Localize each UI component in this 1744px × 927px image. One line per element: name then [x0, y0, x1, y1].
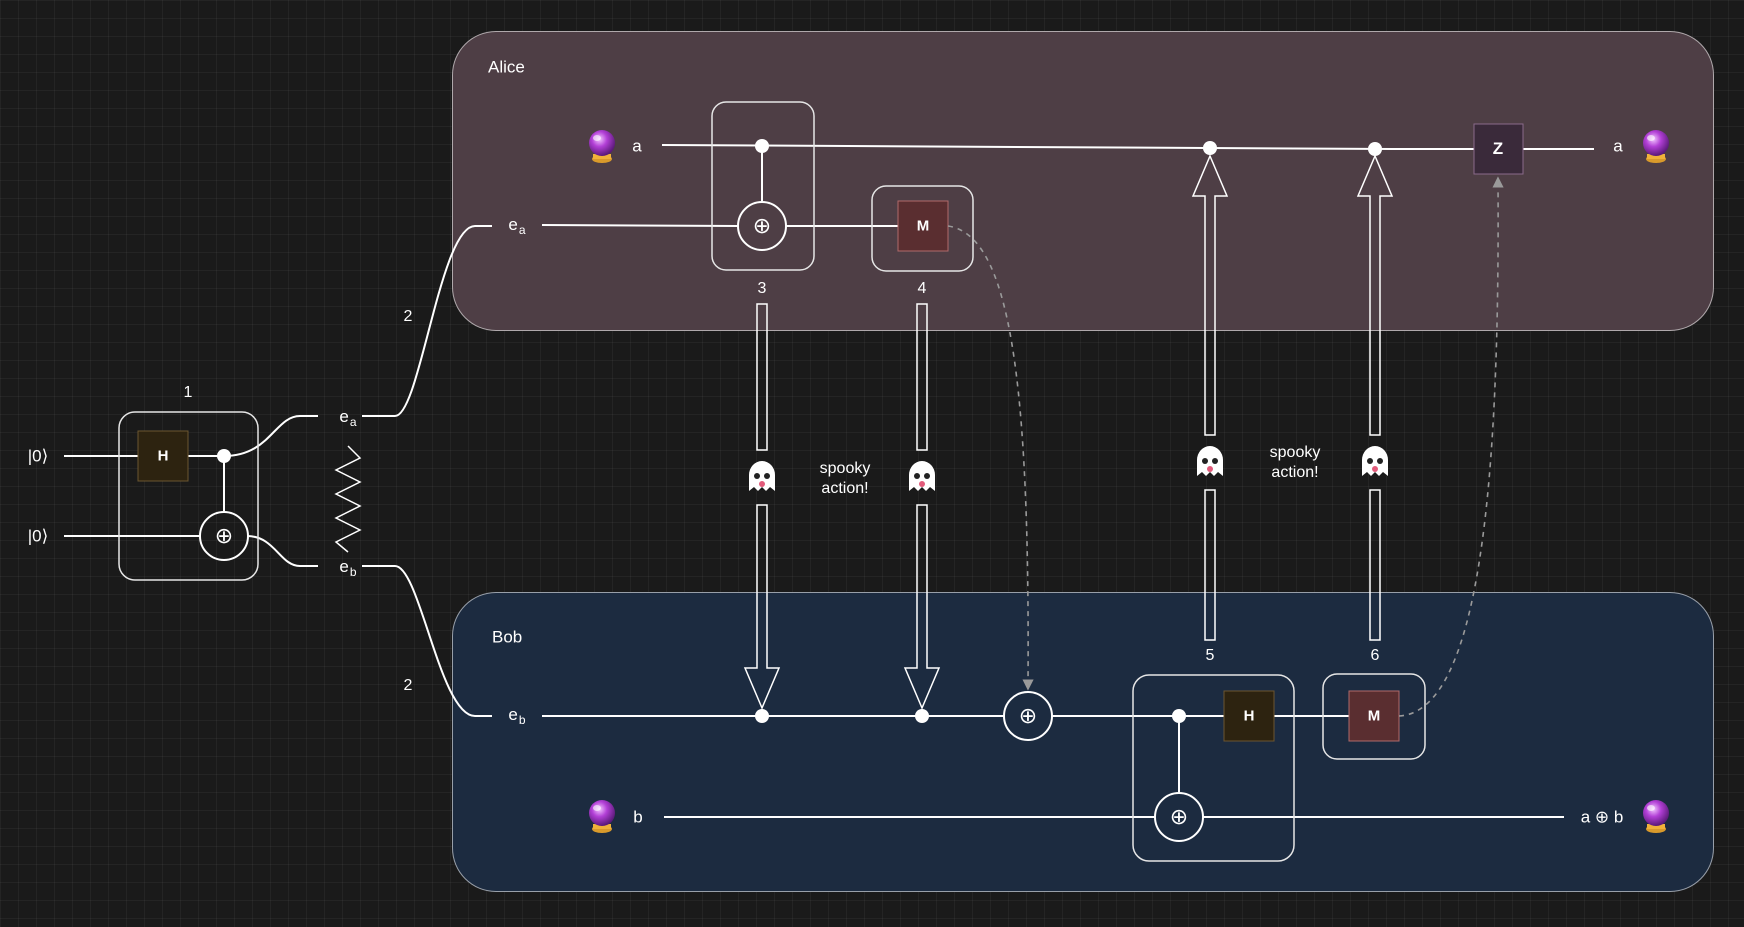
- crystal-ball-icon: [1643, 130, 1669, 163]
- bob-h-label: H: [1243, 707, 1255, 725]
- bob-eb-label: eb: [508, 705, 526, 727]
- alice-ea-label: ea: [508, 215, 526, 237]
- prep-input-bottom: |0⟩: [27, 526, 49, 546]
- prep-wire-top: [64, 415, 318, 457]
- step-5-box: [1132, 674, 1295, 862]
- step-2-label-top: 2: [403, 308, 413, 325]
- alice-xor-symbol: ⊕: [752, 213, 772, 238]
- step-6-label: 6: [1370, 647, 1380, 664]
- alice-wire-ea: [541, 224, 898, 227]
- spooky-arrow-4: [903, 303, 941, 710]
- step-3-box: [711, 101, 815, 271]
- step-6-box: [1322, 673, 1426, 760]
- alice-wire-a: [661, 144, 1594, 150]
- ghost-icon: [1362, 446, 1388, 476]
- alice-cnot-target[interactable]: [737, 201, 787, 251]
- crystal-ball-icon: [589, 130, 615, 163]
- alice-title: Alice: [488, 57, 525, 77]
- step-2-label-bottom: 2: [403, 677, 413, 694]
- bob-qubit-out: a ⊕ b: [1580, 807, 1624, 827]
- spooky-arrow-3: [743, 303, 781, 710]
- bob-classical-xor-symbol: ⊕: [1018, 703, 1038, 728]
- prep-xor-symbol: ⊕: [214, 523, 234, 548]
- step-1-label: 1: [183, 384, 193, 401]
- ghost-icon: [749, 461, 775, 491]
- prep-output-eb: eb: [339, 557, 357, 579]
- classical-line-alice-to-bob: [947, 225, 1034, 691]
- bob-measure-gate[interactable]: [1348, 690, 1400, 742]
- crystal-ball-icon: [1643, 800, 1669, 833]
- alice-correction-dot-2: [1368, 142, 1382, 156]
- alice-qubit-a-out: a: [1613, 136, 1623, 156]
- alice-z-label: Z: [1492, 139, 1504, 158]
- spooky-arrow-5: [1191, 154, 1229, 641]
- step-3-label: 3: [757, 280, 767, 297]
- alice-correction-dot-1: [1203, 141, 1217, 155]
- bob-title: Bob: [492, 627, 523, 647]
- alice-m-label: M: [916, 217, 930, 235]
- prep-wire-bottom: [64, 535, 318, 567]
- classical-line-bob-to-alice: [1398, 176, 1504, 717]
- alice-panel: [452, 31, 1714, 331]
- step-5-label: 5: [1205, 647, 1215, 664]
- step-1-box: [118, 411, 259, 581]
- prep-h-gate[interactable]: [137, 430, 189, 482]
- bob-h-gate[interactable]: [1223, 690, 1275, 742]
- alice-measure-gate[interactable]: [897, 200, 949, 252]
- entanglement-zigzag: [334, 445, 362, 553]
- bob-xor-symbol: ⊕: [1169, 804, 1189, 829]
- prep-h-label: H: [157, 447, 169, 465]
- bob-classical-xor[interactable]: [1003, 691, 1053, 741]
- prep-cnot-target[interactable]: [199, 511, 249, 561]
- distribution-wire-bob: [362, 565, 492, 717]
- bob-qubit-b-in: b: [633, 807, 643, 827]
- ghost-icon: [909, 461, 935, 491]
- prep-output-ea: ea: [339, 407, 357, 429]
- alice-z-gate[interactable]: [1473, 123, 1524, 175]
- alice-qubit-a-in: a: [632, 136, 642, 156]
- bob-dot-step3: [755, 709, 769, 723]
- step-4-label: 4: [917, 280, 927, 297]
- distribution-wire-alice: [362, 225, 492, 417]
- bob-m-label: M: [1367, 707, 1381, 725]
- bob-dot-step4: [915, 709, 929, 723]
- step-4-box: [871, 185, 974, 272]
- crystal-ball-icon: [589, 800, 615, 833]
- bob-cnot-target[interactable]: [1154, 792, 1204, 842]
- spooky-arrow-6: [1356, 154, 1394, 641]
- bob-panel: [452, 592, 1714, 892]
- prep-input-top: |0⟩: [27, 446, 49, 466]
- ghost-icon: [1197, 446, 1223, 476]
